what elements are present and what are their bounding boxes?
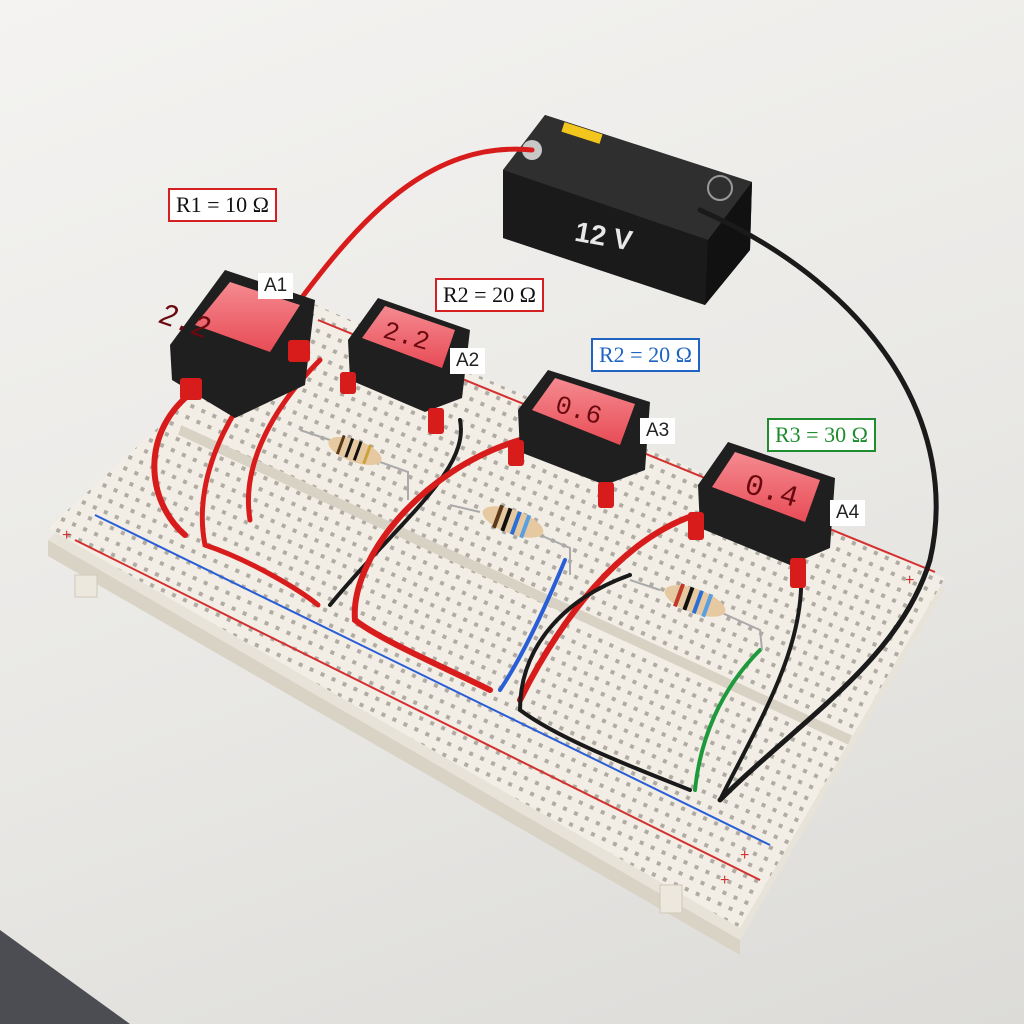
meter-terminal xyxy=(180,378,202,400)
meter-terminal xyxy=(340,372,356,394)
meter-terminal xyxy=(790,558,806,588)
wire-battery-black xyxy=(697,207,939,803)
resistor-tag-r2-blue: R2 = 20 Ω xyxy=(591,338,700,372)
ammeter-a2: 2.2 xyxy=(340,298,470,434)
wire-black xyxy=(328,418,463,607)
resistors xyxy=(299,429,763,651)
battery: 12 V xyxy=(503,115,752,305)
meter-terminal xyxy=(598,482,614,508)
meter-terminal xyxy=(688,512,704,540)
lcd-screen xyxy=(532,378,635,445)
positive-terminal-icon xyxy=(707,175,733,201)
breadboard: + + + + xyxy=(48,298,945,955)
meter-label-a3: A3 xyxy=(640,418,676,444)
meter-terminal xyxy=(508,440,524,466)
lcd-screen xyxy=(712,452,820,522)
ammeter-a3: 0.6 xyxy=(508,370,650,508)
board-clip-right xyxy=(659,884,683,914)
resistor-tag-r1: R1 = 10 Ω xyxy=(168,188,277,222)
lcd-screen xyxy=(195,282,300,352)
meter-label-a1: A1 xyxy=(258,273,294,299)
resistor-r3 xyxy=(629,579,763,651)
wire-red xyxy=(151,387,198,538)
center-channel xyxy=(177,425,853,745)
wire-red xyxy=(351,437,523,693)
wire-red xyxy=(517,512,698,703)
battery-warning-strip xyxy=(561,122,603,144)
wire-battery-red xyxy=(297,146,535,303)
resistor-tag-r3: R3 = 30 Ω xyxy=(767,418,876,452)
plus-mark: + xyxy=(62,527,71,544)
wire-green xyxy=(693,648,762,792)
plus-mark: + xyxy=(740,847,749,864)
resistor-tag-r2-red: R2 = 20 Ω xyxy=(435,278,544,312)
meter-terminal xyxy=(288,340,310,362)
meter-label-a2: A2 xyxy=(450,348,486,374)
resistor-r2 xyxy=(449,504,571,575)
ammeter-a4: 0.4 xyxy=(688,442,835,588)
desk-edge xyxy=(0,930,130,1024)
meter-terminal xyxy=(428,408,444,434)
wire-blue xyxy=(498,558,567,692)
plus-mark: + xyxy=(720,872,729,889)
meter-label-a4: A4 xyxy=(830,500,866,526)
rail-line-blue xyxy=(94,514,771,846)
lcd-screen xyxy=(362,306,455,368)
rail-line-red xyxy=(74,539,761,881)
plus-mark: + xyxy=(905,572,914,589)
resistor-r1 xyxy=(299,429,409,500)
wire-black xyxy=(718,558,804,802)
wire-black xyxy=(517,573,692,792)
board-clip-left xyxy=(74,574,98,598)
